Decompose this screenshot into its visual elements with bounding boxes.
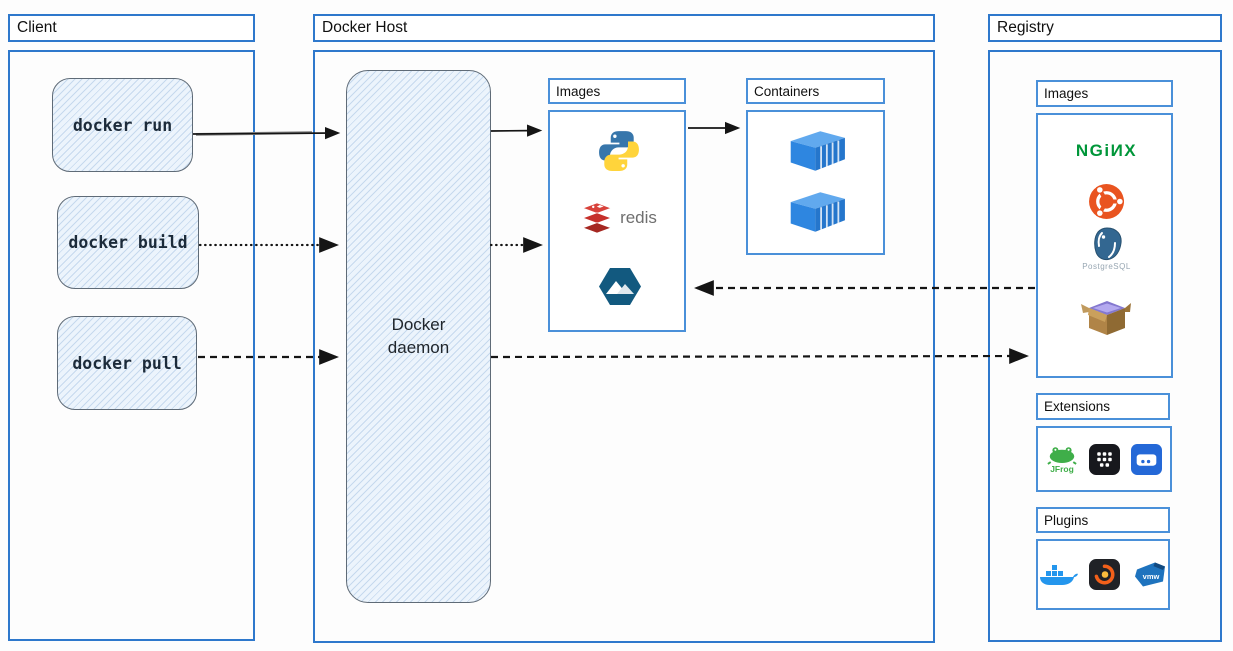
jfrog-logo: JFrog	[1046, 444, 1078, 474]
registry-extensions-panel-title: Extensions	[1036, 393, 1170, 420]
host-containers-title-label: Containers	[754, 83, 820, 99]
busybox-icon	[1080, 293, 1132, 337]
registry-section-body	[988, 50, 1222, 642]
docker-host-title-label: Docker Host	[322, 19, 408, 36]
registry-plugins-panel-title: Plugins	[1036, 507, 1170, 533]
client-section-title: Client	[8, 14, 255, 42]
docker-run-label: docker run	[72, 115, 173, 135]
postgresql-icon	[1089, 227, 1125, 261]
container-icon	[786, 189, 848, 235]
docker-run-node: docker run	[52, 78, 193, 172]
host-images-panel: redis	[548, 110, 686, 332]
registry-images-panel-title: Images	[1036, 80, 1173, 107]
registry-plugins-panel: vmw	[1036, 539, 1170, 610]
docker-build-node: docker build	[57, 196, 199, 289]
host-images-panel-title: Images	[548, 78, 686, 104]
docker-daemon-label: Docker daemon	[387, 314, 450, 357]
redis-image-item: redis	[550, 202, 688, 234]
host-containers-panel	[746, 110, 885, 255]
grafana-icon	[1088, 559, 1120, 590]
registry-images-panel: NGiИX	[1036, 113, 1173, 378]
registry-images-title-label: Images	[1044, 86, 1089, 101]
redis-label: redis	[620, 208, 657, 227]
postgresql-label: PostgreSQL	[1082, 262, 1131, 271]
redis-icon	[581, 202, 613, 234]
registry-title-label: Registry	[997, 19, 1054, 36]
host-containers-panel-title: Containers	[746, 78, 885, 104]
docker-whale-icon	[1038, 560, 1078, 589]
nginx-label: NGiИX	[1075, 141, 1138, 160]
app-grid-icon	[1089, 443, 1120, 475]
client-section-body	[8, 50, 255, 641]
ubuntu-icon	[1088, 183, 1125, 220]
server-icon	[1131, 443, 1162, 475]
docker-daemon-node: Docker daemon	[346, 70, 491, 603]
registry-section-title: Registry	[988, 14, 1222, 42]
docker-pull-label: docker pull	[72, 353, 182, 373]
vmware-label: vmw	[1142, 572, 1159, 581]
python-icon	[597, 129, 641, 173]
registry-extensions-panel: JFrog	[1036, 426, 1172, 492]
docker-host-section-body	[313, 50, 935, 643]
postgresql-logo: PostgreSQL	[1038, 227, 1175, 271]
jfrog-icon	[1046, 444, 1078, 465]
jfrog-label: JFrog	[1050, 464, 1074, 474]
nginx-logo: NGiИX	[1038, 141, 1175, 161]
docker-pull-node: docker pull	[57, 316, 197, 410]
docker-build-label: docker build	[68, 233, 188, 252]
client-title-label: Client	[17, 19, 57, 36]
vmware-icon: vmw	[1131, 559, 1169, 590]
alpine-icon	[599, 268, 641, 305]
extensions-title-label: Extensions	[1044, 399, 1111, 414]
plugins-title-label: Plugins	[1044, 512, 1089, 528]
host-images-title-label: Images	[556, 83, 601, 99]
container-icon	[786, 128, 848, 174]
docker-host-section-title: Docker Host	[313, 14, 935, 42]
